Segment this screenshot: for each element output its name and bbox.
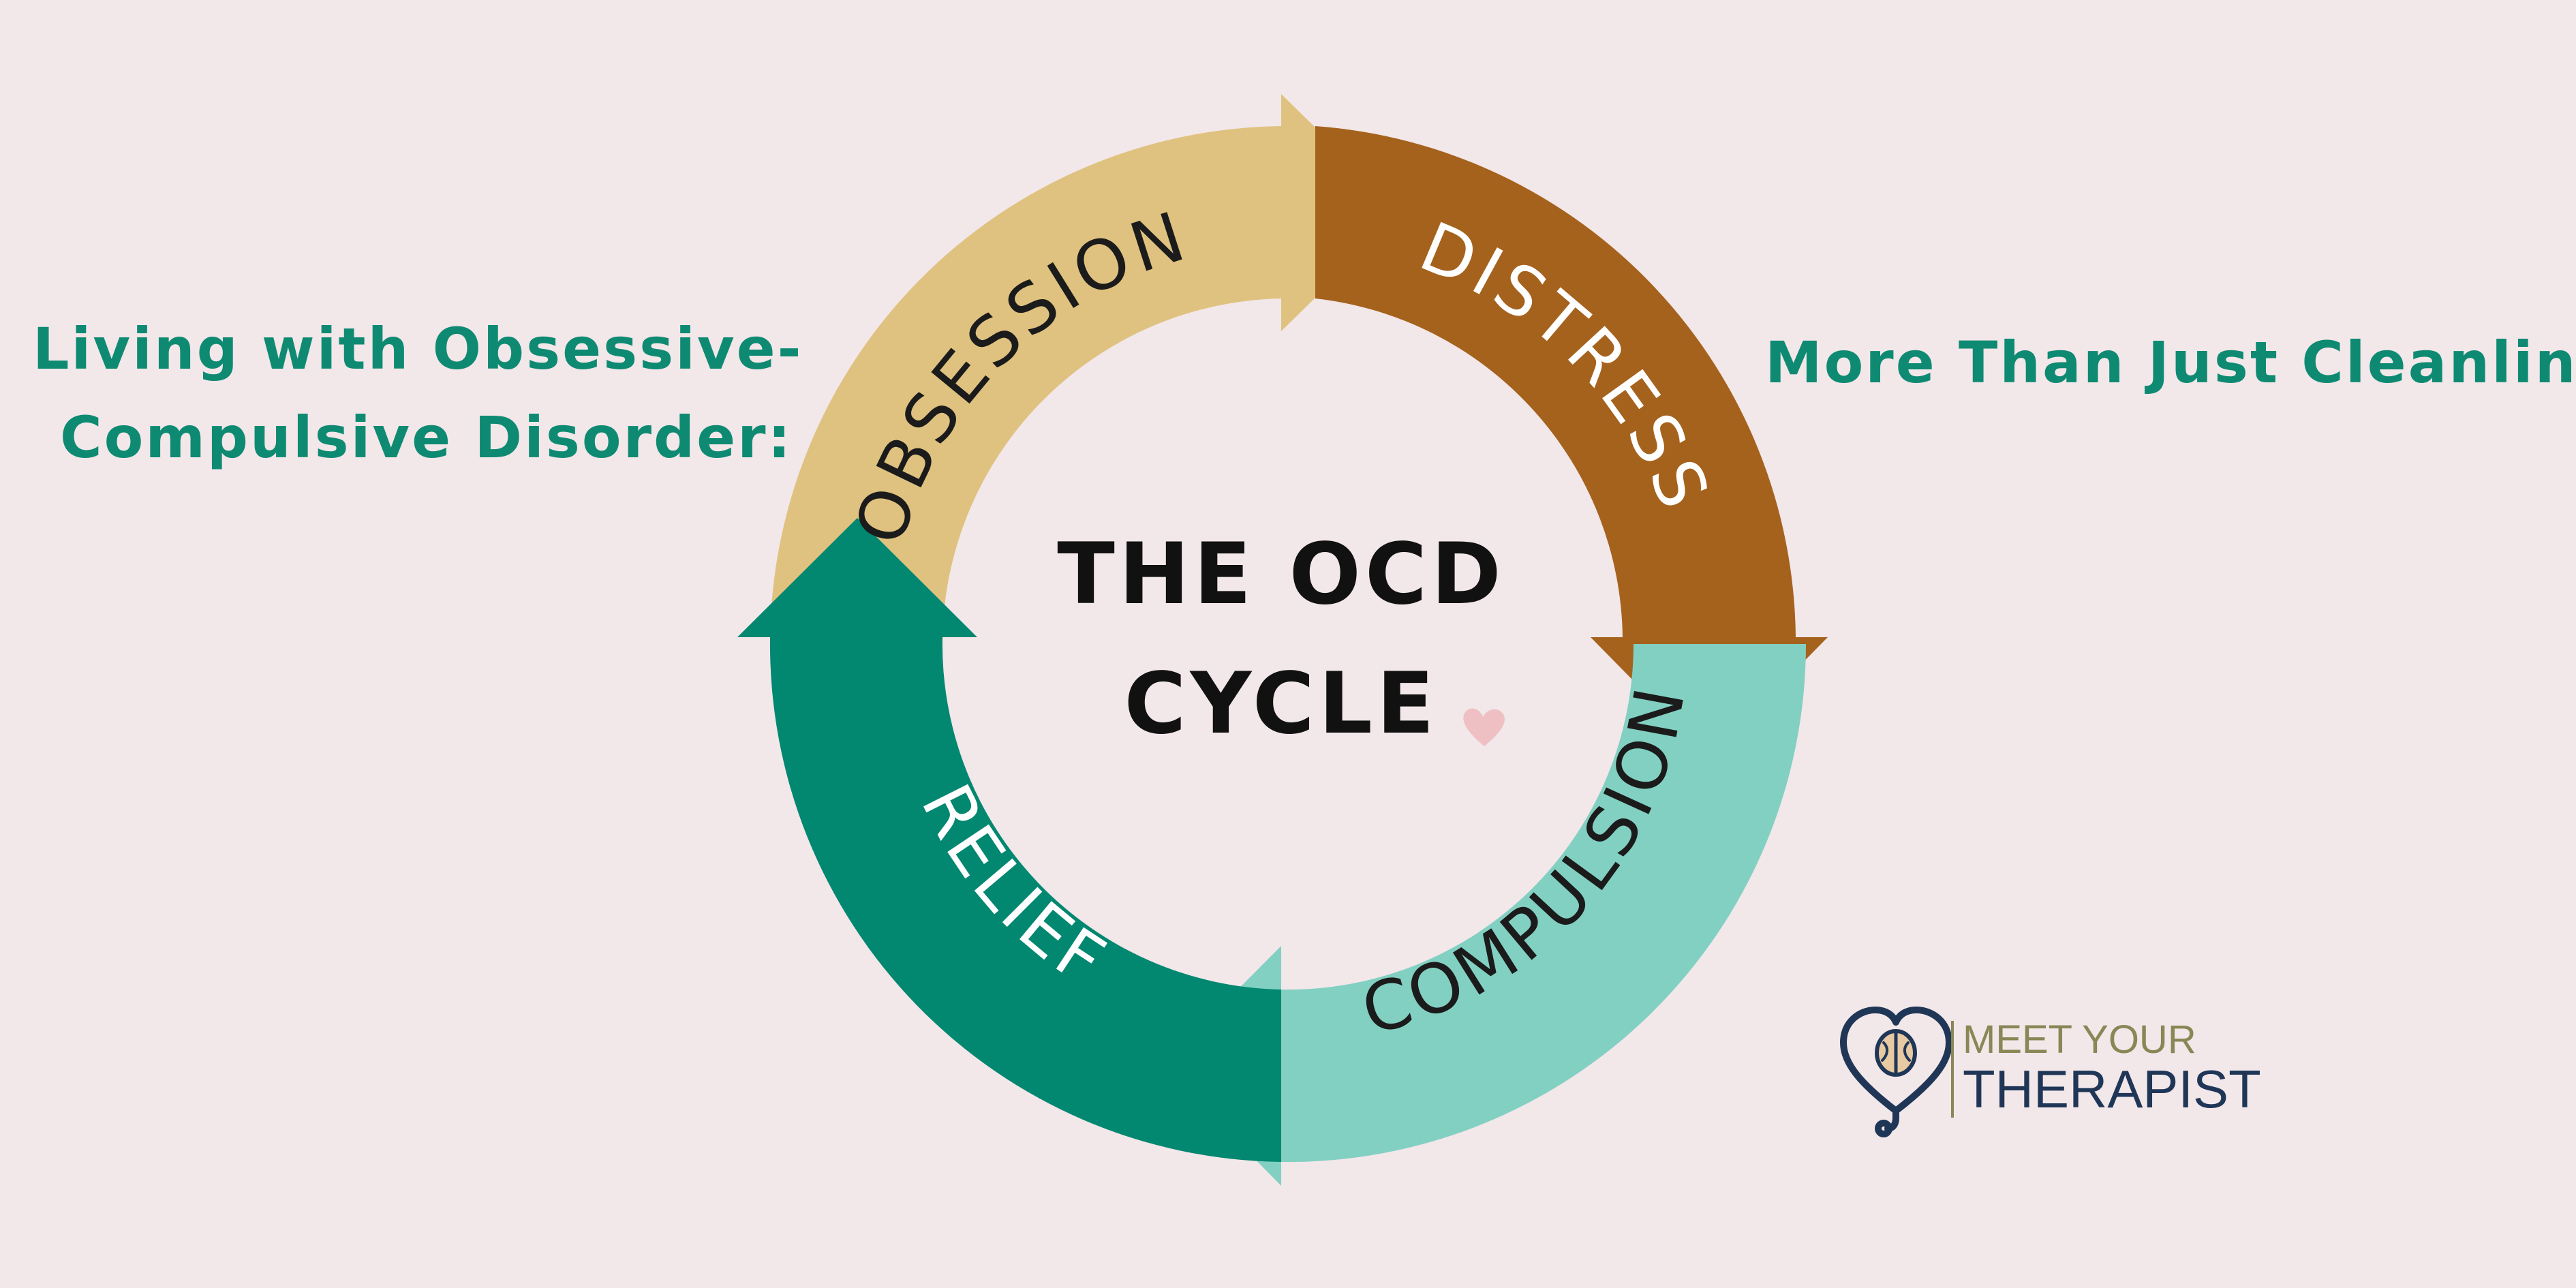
segment-obsession xyxy=(770,94,1402,644)
segment-distress xyxy=(1315,126,1828,758)
logo-line2: THERAPIST xyxy=(1963,1059,2261,1119)
brain-heart-icon xyxy=(1840,1007,1952,1137)
logo-line1: MEET YOUR xyxy=(1963,1017,2196,1062)
heart-icon xyxy=(1463,708,1505,746)
subtitle-left-line2: Compulsive Disorder: xyxy=(60,404,793,471)
center-title-line1: THE OCD xyxy=(1057,525,1505,624)
logo: MEET YOUR THERAPIST xyxy=(1840,1007,2261,1137)
subtitle-left-line1: Living with Obsessive- xyxy=(33,316,803,382)
segment-compulsion xyxy=(1163,644,1806,1186)
center-title-line2: CYCLE xyxy=(1124,655,1438,753)
subtitle-right: More Than Just Cleanliness xyxy=(1765,329,2576,396)
segment-relief xyxy=(737,518,1281,1162)
